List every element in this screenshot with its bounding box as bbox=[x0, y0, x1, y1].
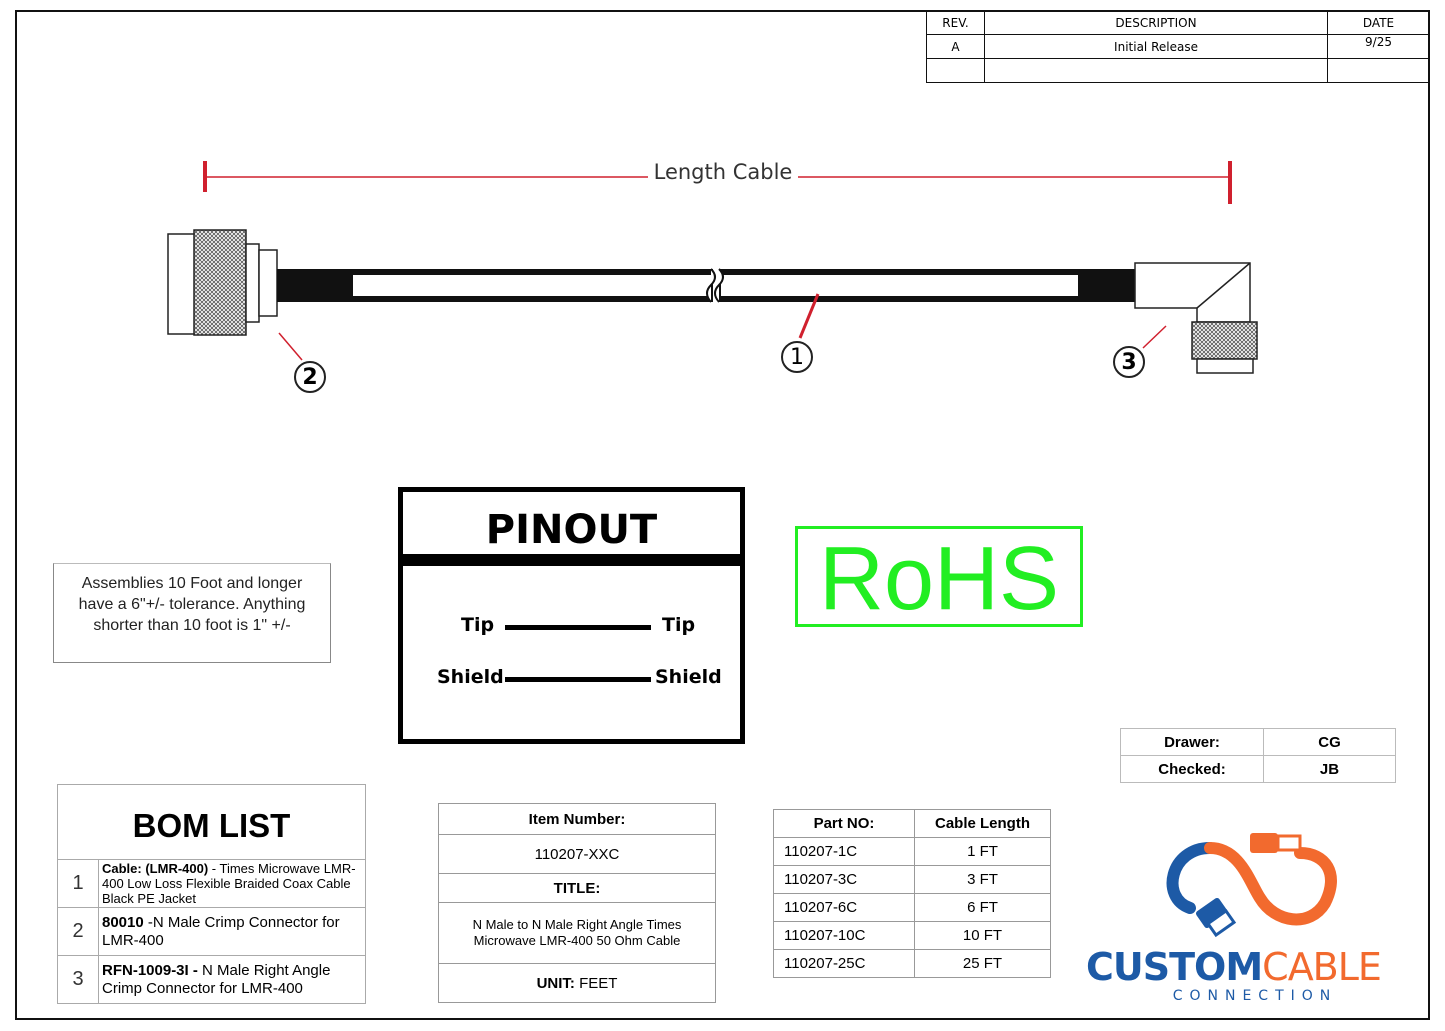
checked-value: JB bbox=[1263, 755, 1396, 783]
bom-part-number: RFN-1009-3I - bbox=[102, 961, 198, 979]
rev-cell bbox=[926, 58, 985, 83]
leader-1 bbox=[798, 293, 820, 339]
date-cell: 9/25 bbox=[1327, 34, 1430, 59]
title-value: N Male to N Male Right Angle Times Micro… bbox=[438, 902, 716, 964]
drawing-frame bbox=[15, 10, 1430, 1020]
part-number: 110207-6C bbox=[773, 893, 915, 922]
bom-item-description: 80010 -N Male Crimp Connector for LMR-40… bbox=[98, 907, 366, 956]
item-number-value: 110207-XXC bbox=[438, 834, 716, 874]
bom-item-description: RFN-1009-3I - N Male Right Angle Crimp C… bbox=[98, 955, 366, 1004]
n-male-right-angle-connector bbox=[1134, 262, 1258, 374]
callout-2: 2 bbox=[294, 361, 326, 393]
cable-length-header: Cable Length bbox=[914, 809, 1051, 838]
bom-title: BOM LIST bbox=[57, 784, 366, 860]
bom-table: BOM LIST 1 Cable: (LMR-400) - Times Micr… bbox=[57, 784, 366, 1004]
pin-wire bbox=[505, 625, 651, 630]
bom-part-text: - Times Microwave LMR-400 Low Loss Flexi… bbox=[102, 861, 356, 906]
item-number-label: Item Number: bbox=[438, 803, 716, 835]
pin-right-label: Tip bbox=[662, 614, 696, 636]
part-number: 110207-25C bbox=[773, 949, 915, 978]
length-cable-label: Length Cable bbox=[648, 160, 798, 184]
pin-wire bbox=[505, 677, 651, 682]
cable-drawing bbox=[167, 161, 1258, 374]
n-male-connector-left bbox=[167, 229, 278, 336]
pinout-title: PINOUT bbox=[403, 492, 740, 566]
callout-3: 3 bbox=[1113, 346, 1145, 378]
bom-part-text: -N Male Crimp Connector for LMR-400 bbox=[102, 913, 340, 949]
description-header: DESCRIPTION bbox=[984, 10, 1328, 35]
bom-part-number: 80010 bbox=[102, 913, 144, 931]
bom-item-number: 1 bbox=[57, 859, 99, 908]
pin-left-label: Shield bbox=[437, 666, 504, 688]
part-no-header: Part NO: bbox=[773, 809, 915, 838]
pinout-box: PINOUT Tip Tip Shield Shield bbox=[398, 487, 745, 744]
unit-cell: UNIT: FEET bbox=[438, 963, 716, 1003]
part-number: 110207-3C bbox=[773, 865, 915, 894]
cable-length: 10 FT bbox=[914, 921, 1051, 950]
cable-length: 3 FT bbox=[914, 865, 1051, 894]
unit-value: FEET bbox=[574, 974, 618, 992]
date-cell bbox=[1327, 58, 1430, 83]
leader-2 bbox=[278, 332, 303, 361]
pin-left-label: Tip bbox=[461, 614, 495, 636]
leader-3 bbox=[1142, 325, 1167, 349]
part-number: 110207-10C bbox=[773, 921, 915, 950]
rohs-mark: RoHS bbox=[795, 526, 1083, 629]
bom-part-text: N Male Right Angle Crimp Connector for L… bbox=[102, 961, 331, 997]
bom-item-number: 3 bbox=[57, 955, 99, 1004]
logo-word-custom: CUSTOM bbox=[1086, 945, 1263, 989]
logo-word-cable: CABLE bbox=[1262, 945, 1382, 989]
item-table: Item Number: 110207-XXC TITLE: N Male to… bbox=[438, 803, 716, 1003]
pin-right-label: Shield bbox=[655, 666, 722, 688]
revision-table: REV. DESCRIPTION DATE A Initial Release … bbox=[926, 10, 1430, 83]
part-number: 110207-1C bbox=[773, 837, 915, 866]
cable-length: 1 FT bbox=[914, 837, 1051, 866]
callout-1: 1 bbox=[781, 341, 813, 373]
drawer-label: Drawer: bbox=[1120, 728, 1264, 756]
bom-item-number: 2 bbox=[57, 907, 99, 956]
bom-item-description: Cable: (LMR-400) - Times Microwave LMR-4… bbox=[98, 859, 366, 908]
logo-wordmark: CUSTOMCABLE bbox=[1086, 945, 1426, 989]
date-header: DATE bbox=[1327, 10, 1430, 35]
cable-length: 25 FT bbox=[914, 949, 1051, 978]
coax-cable bbox=[277, 268, 1135, 303]
bom-part-number: Cable: (LMR-400) bbox=[102, 861, 209, 876]
checked-label: Checked: bbox=[1120, 755, 1264, 783]
title-label: TITLE: bbox=[438, 873, 716, 903]
unit-label: UNIT: bbox=[536, 974, 575, 992]
drawer-table: Drawer: CG Checked: JB bbox=[1120, 728, 1396, 783]
logo-subtitle: CONNECTION bbox=[1172, 988, 1338, 1004]
logo-mark bbox=[1166, 833, 1337, 938]
tolerance-note: Assemblies 10 Foot and longer have a 6"+… bbox=[53, 563, 331, 663]
cable-length: 6 FT bbox=[914, 893, 1051, 922]
drawer-value: CG bbox=[1263, 728, 1396, 756]
